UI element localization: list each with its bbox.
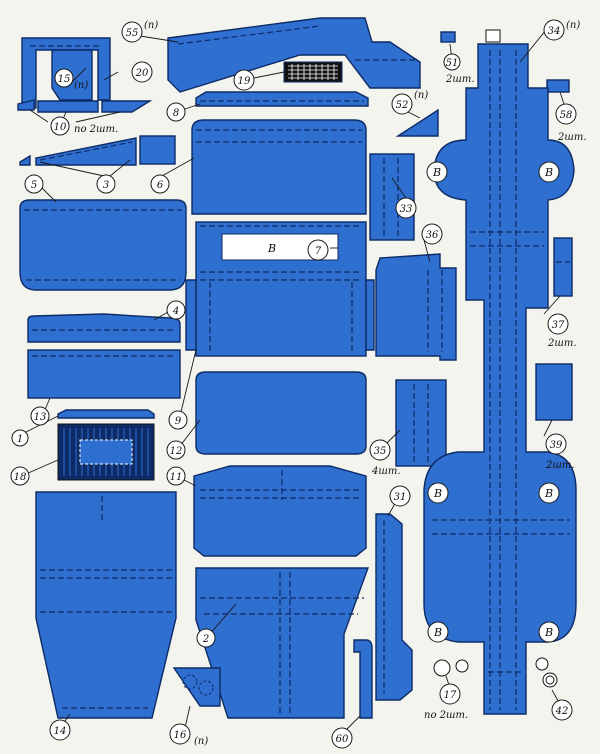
- part-14: [35, 491, 177, 719]
- label-16: 16: [174, 730, 187, 741]
- label-36: 36: [426, 230, 439, 241]
- label-58: 58: [560, 110, 573, 121]
- label-2: 2: [202, 634, 209, 645]
- part-6-panel: [191, 119, 367, 215]
- label-9: 9: [175, 416, 182, 427]
- qty-39: 2шт.: [545, 460, 575, 471]
- label-34-suffix: (п): [566, 20, 580, 31]
- part-4: [27, 313, 181, 343]
- part-39: [535, 363, 573, 421]
- wheel-mark-4: В: [544, 487, 553, 500]
- wheel-mark-5: В: [433, 626, 442, 639]
- part-12: [195, 371, 367, 455]
- wheel-mark-2: В: [544, 166, 553, 179]
- label-60: 60: [336, 734, 349, 745]
- part-33: [369, 153, 415, 241]
- label-17: 17: [444, 690, 457, 701]
- part-16: [172, 667, 221, 707]
- label-16-suffix: (п): [194, 736, 208, 747]
- part-8: [195, 91, 369, 107]
- part-10-strips: [17, 99, 153, 113]
- label-15: 15: [58, 74, 71, 85]
- qty-51: 2шт.: [445, 74, 475, 85]
- label-39: 39: [550, 440, 563, 451]
- part-9-panel: [185, 221, 375, 357]
- label-3: 3: [103, 180, 109, 191]
- part-2: [195, 567, 369, 719]
- label-11: 11: [170, 472, 183, 483]
- label-51: 51: [446, 58, 459, 69]
- label-20: 20: [135, 68, 149, 79]
- label-10: 10: [54, 122, 67, 133]
- label-52: 52: [396, 100, 409, 111]
- label-34: 34: [548, 26, 561, 37]
- part-36: [375, 253, 457, 361]
- part-17-washers: [433, 659, 469, 677]
- part-18: [57, 423, 155, 481]
- label-18: 18: [14, 472, 27, 483]
- label-55: 55: [126, 28, 139, 39]
- part-numbers: 55 (п) 34 (п) 15 (п) 20 19 51 2шт. 58 2ш…: [10, 19, 587, 749]
- part-1: [57, 409, 155, 419]
- label-4: 4: [172, 306, 179, 317]
- part-11: [193, 465, 367, 557]
- part-3-wedges: [19, 137, 137, 166]
- label-7: 7: [315, 246, 322, 257]
- mark-7: В: [267, 242, 276, 255]
- label-52-suffix: (п): [414, 90, 428, 101]
- label-33: 33: [400, 204, 413, 215]
- part-52: [395, 108, 439, 137]
- label-55-suffix: (п): [144, 20, 158, 31]
- part-13: [27, 349, 181, 399]
- label-37: 37: [552, 320, 565, 331]
- wheel-mark-3: В: [433, 487, 442, 500]
- label-31: 31: [394, 492, 407, 503]
- part-34-chassis: [423, 43, 577, 715]
- part-6: [139, 135, 176, 165]
- label-6: 6: [157, 180, 164, 191]
- pair-17: по 2шт.: [424, 710, 468, 721]
- wheel-mark-6: В: [544, 626, 553, 639]
- label-5: 5: [31, 180, 37, 191]
- label-19: 19: [238, 76, 251, 87]
- part-51: [440, 29, 501, 43]
- part-31: [375, 513, 413, 701]
- label-13: 13: [34, 412, 47, 423]
- part-37: [536, 237, 573, 297]
- part-42-washers: [535, 657, 558, 688]
- qty-58: 2шт.: [557, 132, 587, 143]
- label-8: 8: [173, 108, 179, 119]
- label-15-suffix: (п): [74, 80, 88, 91]
- part-60: [353, 639, 373, 719]
- wheel-mark-1: В: [432, 166, 441, 179]
- label-14: 14: [54, 726, 67, 737]
- label-1: 1: [17, 434, 23, 445]
- qty-37: 2шт.: [547, 338, 577, 349]
- label-12: 12: [170, 446, 183, 457]
- part-58: [546, 79, 570, 93]
- pair-10: по 2шт.: [74, 124, 118, 135]
- label-35: 35: [374, 446, 387, 457]
- part-5: [19, 199, 187, 291]
- part-55: [167, 17, 421, 93]
- part-35: [395, 379, 447, 467]
- qty-35: 4шт.: [371, 466, 401, 477]
- label-42: 42: [555, 706, 569, 717]
